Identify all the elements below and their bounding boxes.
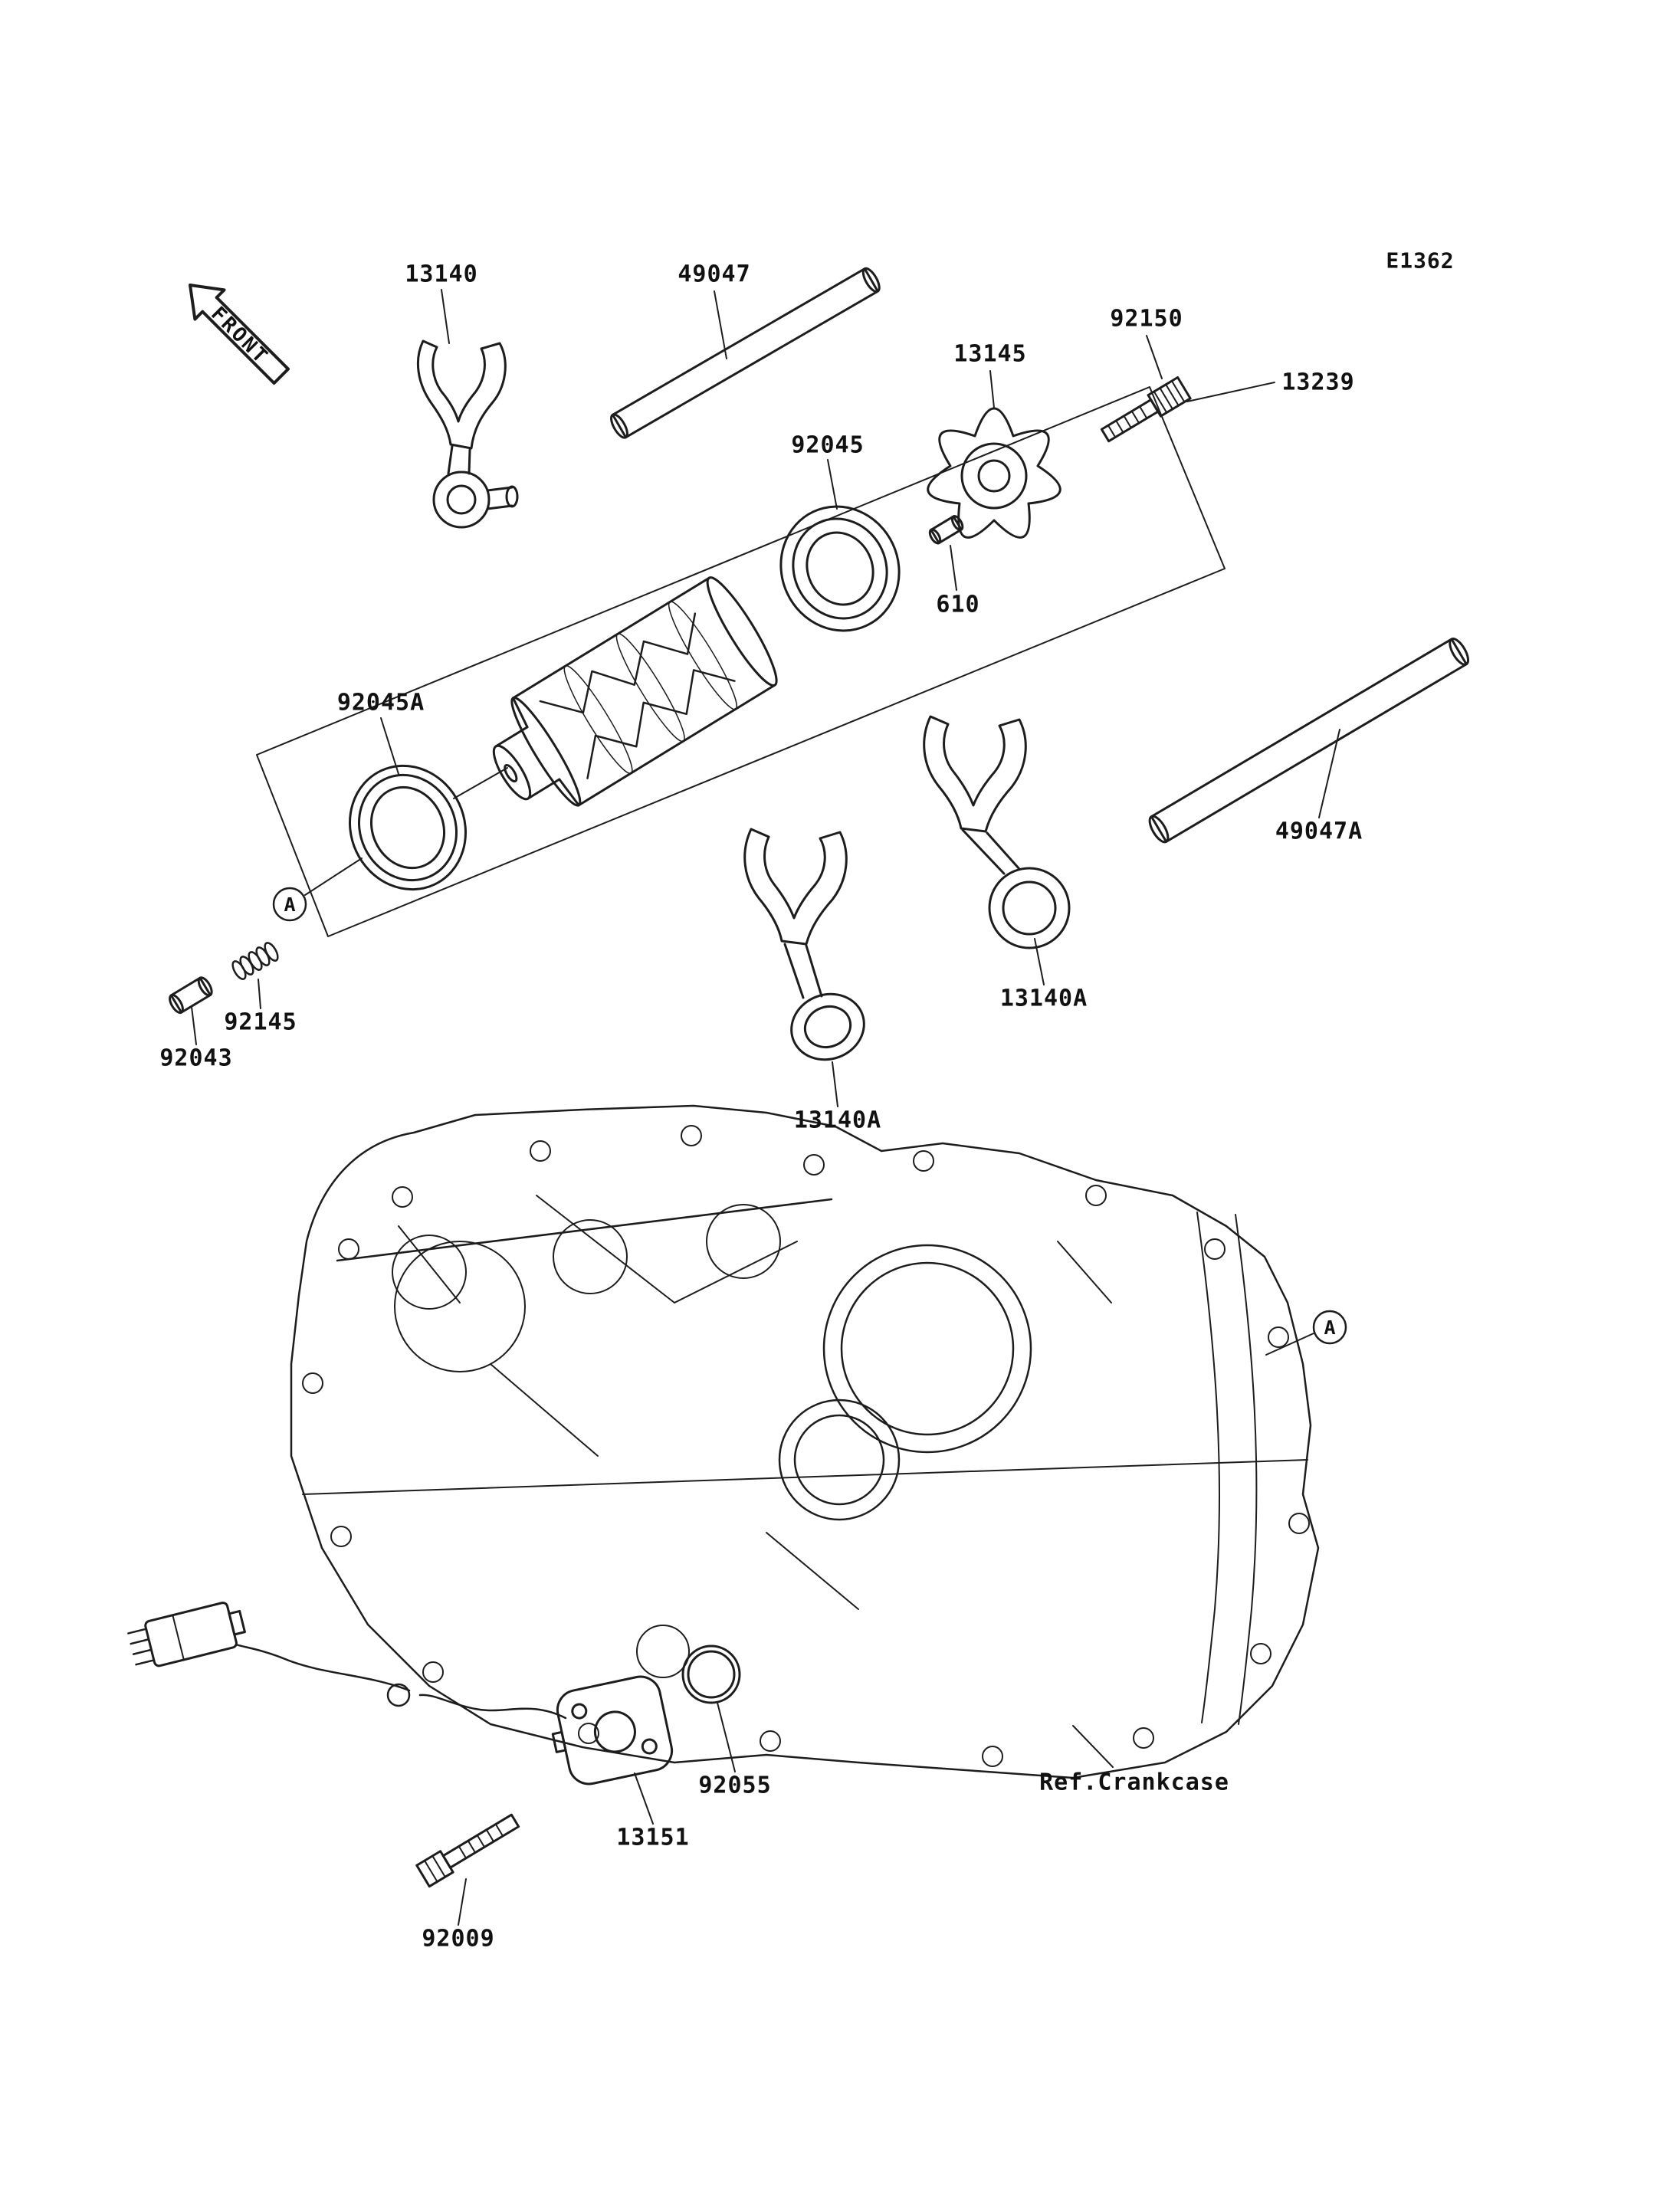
assembly-axis-line [304,767,508,896]
shift-fork-13140 [416,339,519,529]
part-label-13140a-left: 13140A [793,1107,882,1134]
part-label-49047: 49047 [678,261,751,288]
gear-change-drum [492,576,778,807]
part-label-92145: 92145 [224,1008,297,1036]
part-label-13140: 13140 [405,261,478,288]
part-label-92150: 92150 [1110,305,1183,333]
shift-rod-49047 [610,267,881,439]
detail-marker-a-left: A [272,887,307,922]
gear-position-switch-13151 [127,1602,674,1785]
part-label-49047a: 49047A [1275,818,1363,845]
part-label-92045a: 92045A [336,689,425,716]
shift-fork-13140a-left [743,828,865,1061]
oil-seal-92045a [349,764,467,891]
part-label-92045: 92045 [791,431,865,459]
detail-marker-a-left-label: A [284,894,295,916]
part-label-13140a-right: 13140A [999,985,1088,1012]
diagram-code: E1362 [1386,248,1455,274]
part-label-92055: 92055 [698,1772,772,1799]
part-label-13151: 13151 [616,1824,690,1851]
cam-holder-13145 [927,407,1061,539]
shift-fork-13140a-right [923,715,1071,949]
crankcase-outline [290,1104,1320,1779]
part-label-13145: 13145 [953,340,1027,368]
bolt-92150 [1100,375,1192,443]
part-label-92043: 92043 [159,1044,233,1072]
bolt-92009 [415,1813,520,1888]
o-ring-92055 [681,1644,741,1704]
bearing-92045 [779,505,901,632]
front-arrow-label: FRONT [206,303,273,369]
shift-rod-49047a [1148,638,1470,844]
part-label-13239: 13239 [1281,369,1355,396]
part-label-610: 610 [936,591,980,618]
detail-marker-a-right: A [1265,1310,1347,1356]
detail-marker-a-right-label: A [1324,1317,1335,1339]
leader-lines [191,289,1340,1926]
ref-crankcase-label: Ref.Crankcase [1039,1769,1229,1796]
spring-92145 [231,942,279,980]
plug-92043 [169,976,213,1015]
part-label-92009: 92009 [422,1925,495,1953]
front-arrow-icon: FRONT [189,284,290,385]
switch-connector [127,1602,246,1667]
dowel-pin-610 [928,515,964,545]
